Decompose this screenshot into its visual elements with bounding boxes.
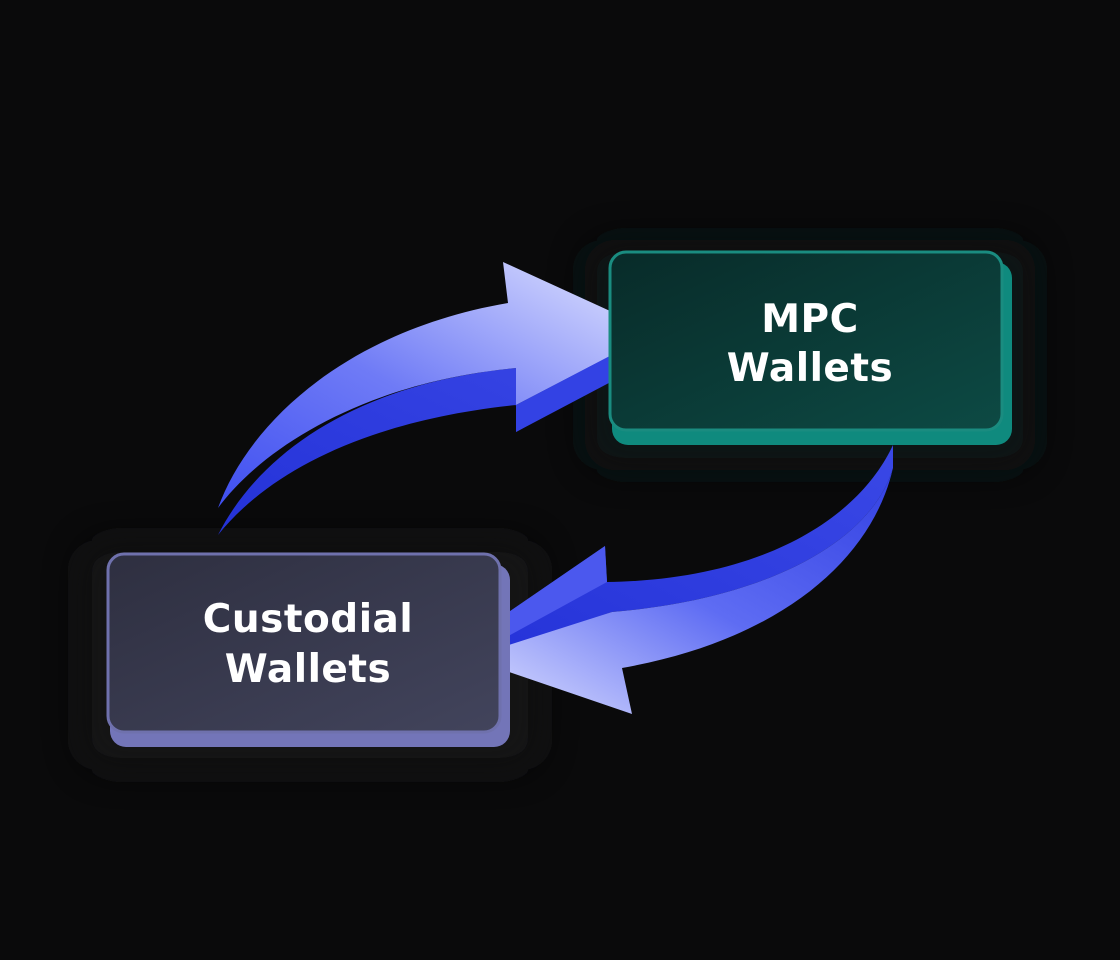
mpc-label-line1: MPC [761, 297, 859, 342]
custodial-box-face [106, 552, 502, 734]
custodial-label-line2: Wallets [225, 647, 392, 692]
custodial-label-line1: Custodial [203, 597, 414, 642]
mpc-label-line2: Wallets [727, 346, 894, 391]
mpc-wallets-node: MPC Wallets [608, 250, 1012, 445]
custodial-wallets-node: Custodial Wallets [106, 552, 510, 747]
mpc-box-face [608, 250, 1004, 432]
